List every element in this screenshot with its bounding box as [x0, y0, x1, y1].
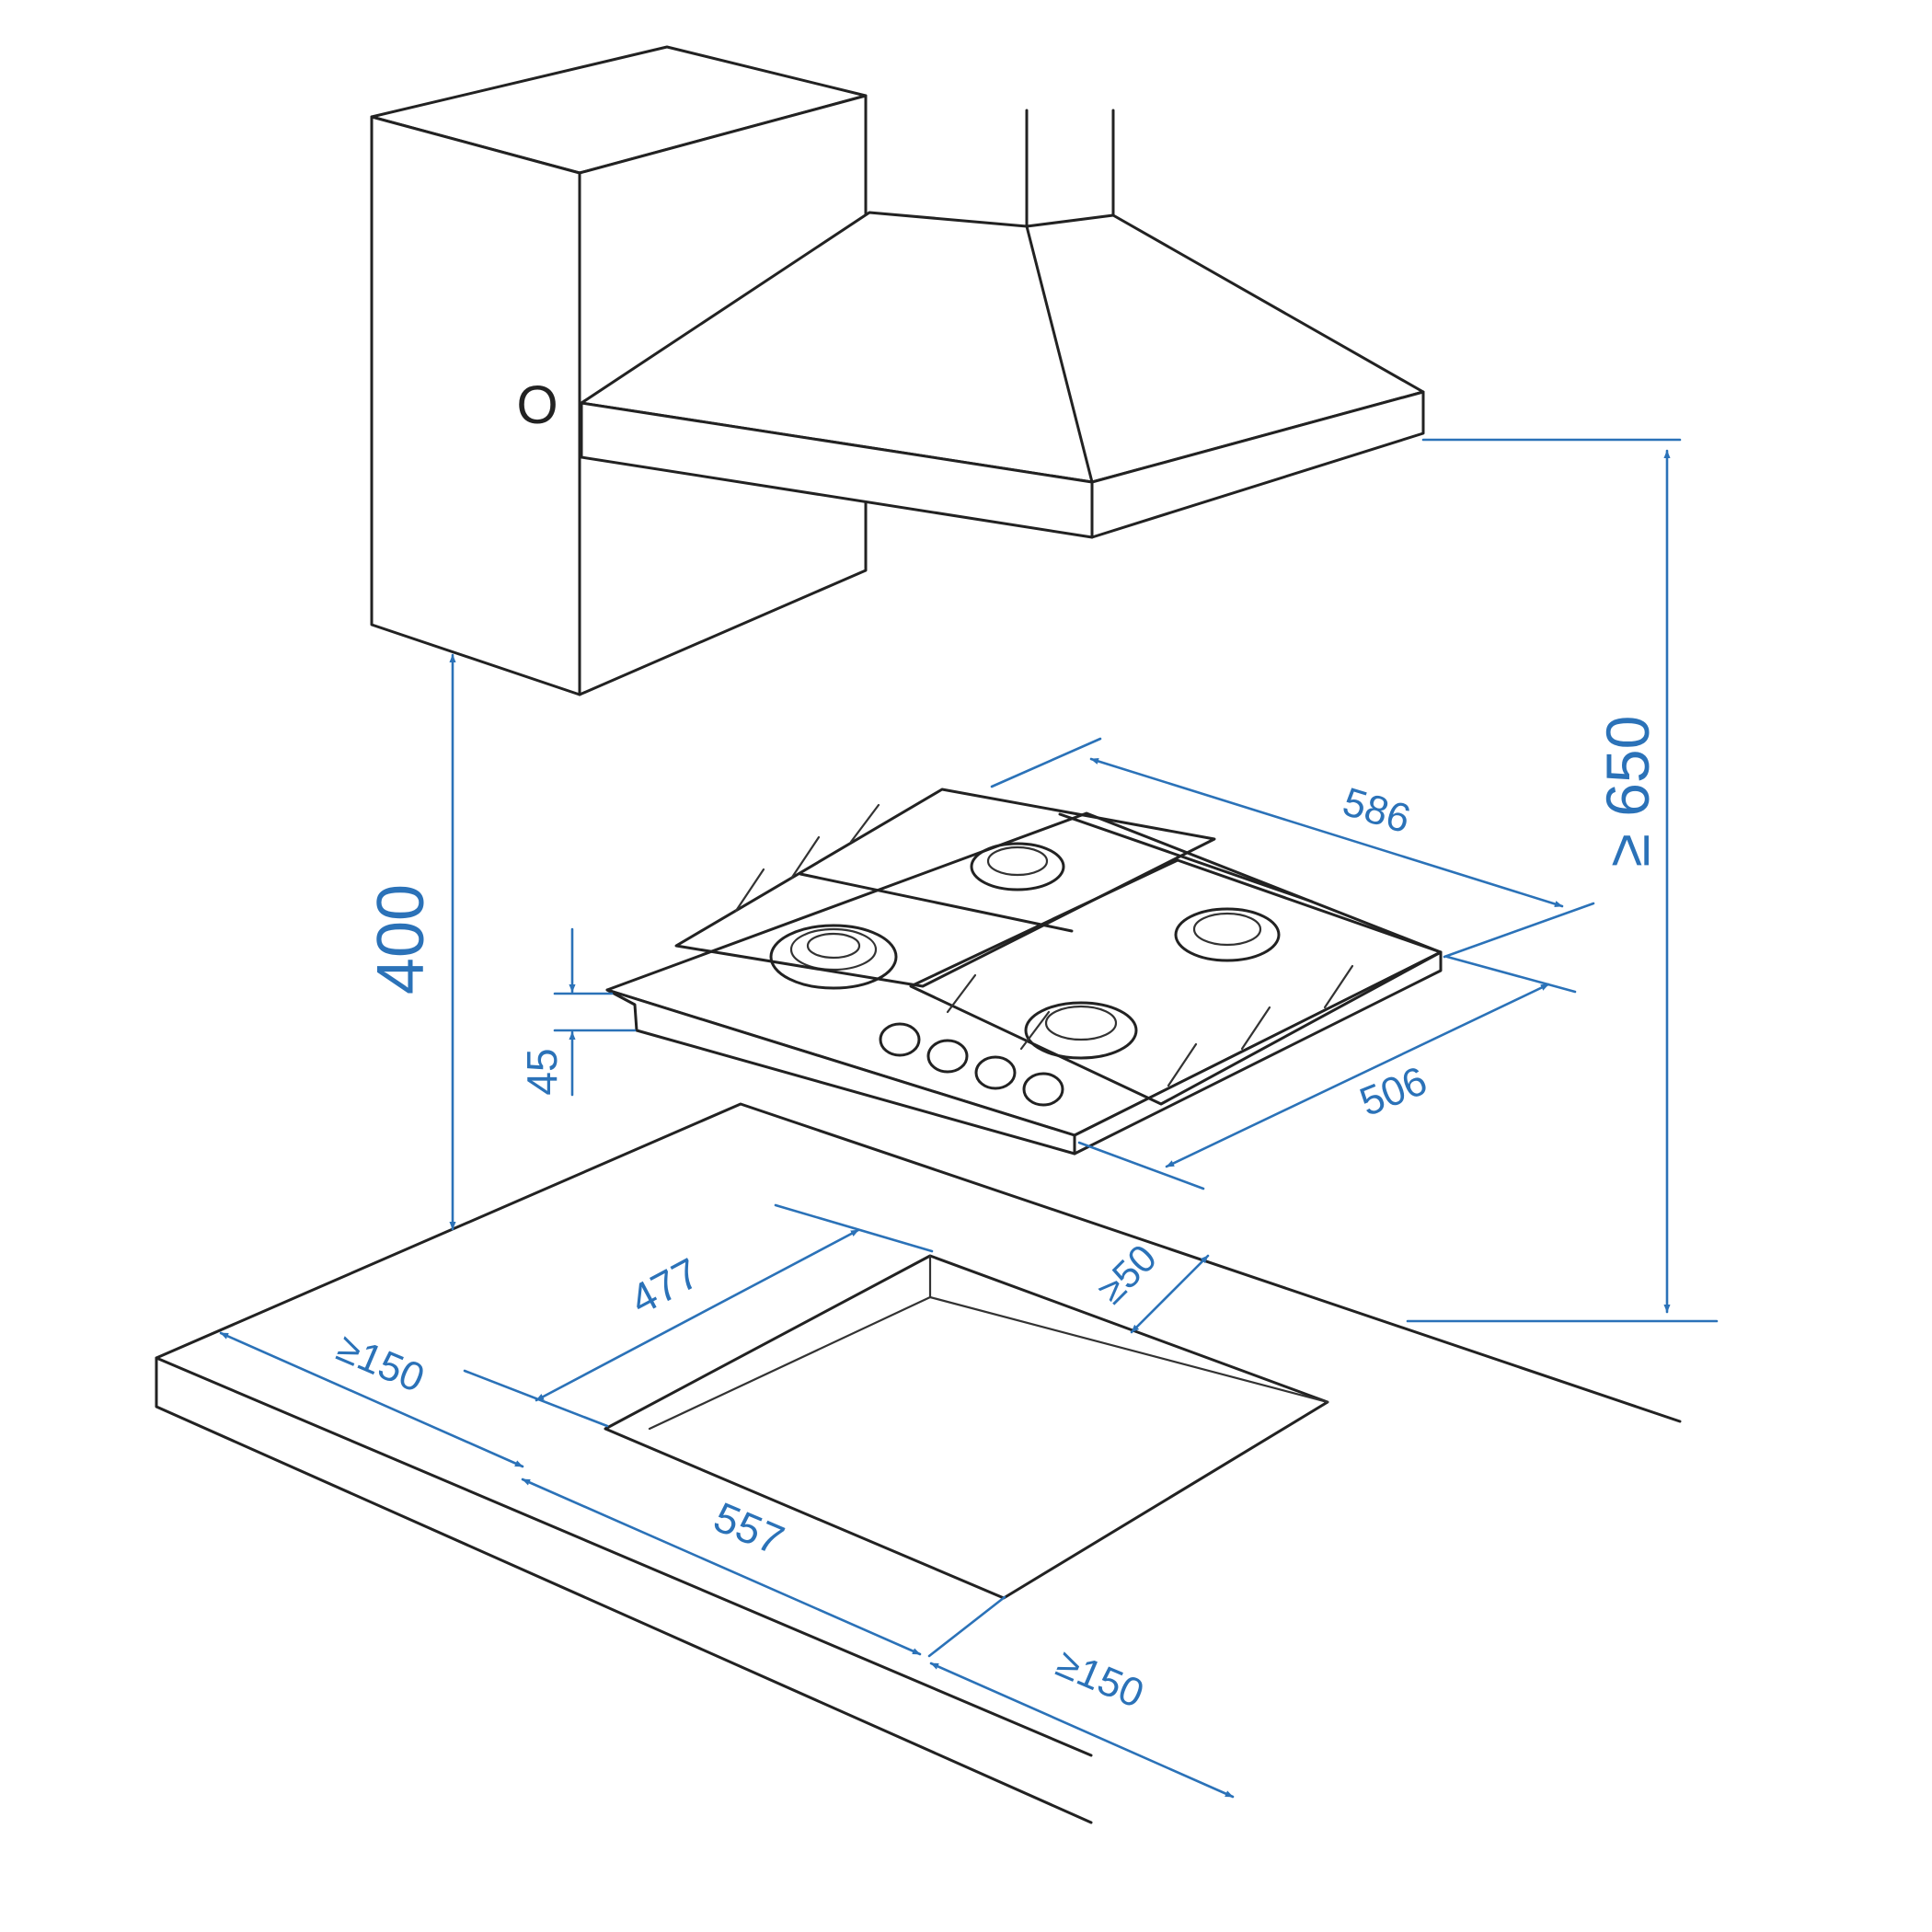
dimension-hob-height: 45: [518, 927, 637, 1097]
label-hob-depth: 506: [1353, 1058, 1432, 1125]
label-left-clearance: ≥150: [330, 1325, 431, 1401]
cooker-hood: O: [516, 109, 1425, 539]
label-hob-height: 45: [518, 1048, 566, 1095]
dimension-cutout-depth: 477: [463, 1203, 934, 1428]
label-hood-height: ≥ 650: [1593, 716, 1662, 868]
dimension-left-clearance: ≥150: [219, 1325, 524, 1468]
dimension-rear-clearance: ≥50: [1088, 1236, 1210, 1334]
dimension-cutout-width: 557: [521, 1478, 922, 1656]
gas-hob: [605, 788, 1443, 1156]
label-right-clearance: ≥150: [1050, 1640, 1150, 1717]
burners: [769, 842, 1281, 1060]
worktop: [155, 1102, 1682, 1824]
label-rear-clearance: ≥50: [1088, 1236, 1165, 1312]
dimension-hood-height: ≥ 650: [1406, 438, 1719, 1323]
label-cabinet-height: 400: [364, 884, 438, 995]
label-cutout-depth: 477: [622, 1248, 707, 1324]
hood-label: O: [516, 375, 558, 435]
dimension-cabinet-height: 400: [364, 653, 456, 1231]
label-hob-width: 586: [1338, 779, 1416, 842]
control-knobs: [879, 1022, 1064, 1107]
dimension-right-clearance: ≥150: [927, 1595, 1235, 1799]
